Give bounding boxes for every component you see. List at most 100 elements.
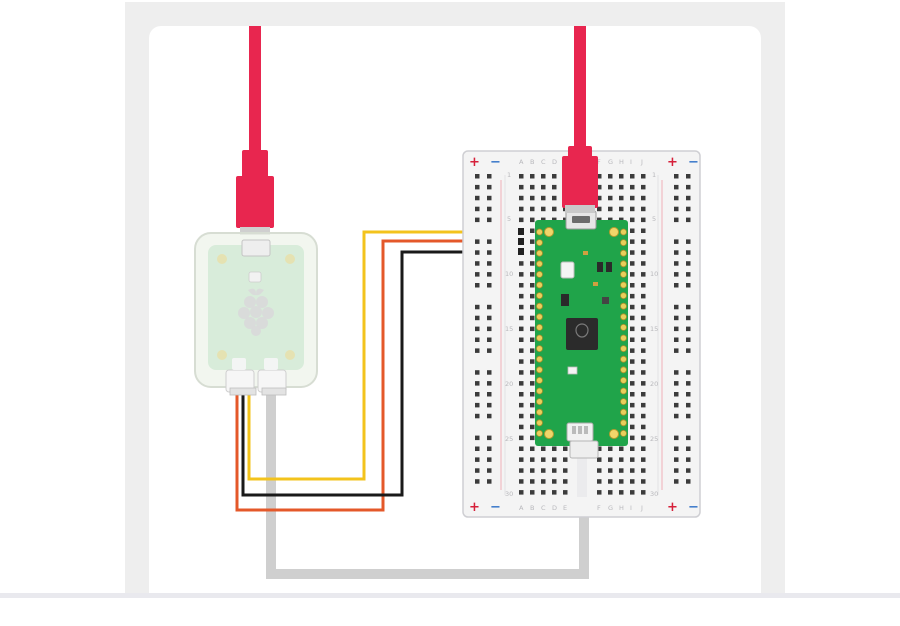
breadboard-hole: [641, 402, 646, 408]
breadboard-hole: [541, 468, 546, 473]
breadboard-hole: [641, 490, 646, 495]
breadboard-hole: [487, 206, 492, 212]
breadboard-hole: [475, 326, 480, 332]
breadboard-hole: [674, 239, 679, 244]
breadboard-hole: [686, 239, 691, 244]
pico-pin: [620, 334, 627, 342]
col-letter-h-top: H: [619, 158, 624, 166]
breadboard-hole: [641, 315, 646, 321]
breadboard-hole: [530, 217, 535, 223]
pico-pin: [536, 419, 543, 427]
pico-pin: [536, 313, 543, 321]
breadboard-hole: [686, 479, 691, 484]
breadboard-hole: [519, 348, 524, 353]
breadboard-hole: [597, 217, 602, 223]
breadboard-hole: [641, 272, 646, 277]
breadboard-hole: [630, 250, 635, 255]
breadboard-hole: [674, 272, 679, 277]
breadboard-hole: [686, 381, 691, 386]
breadboard-hole: [641, 370, 646, 375]
breadboard-hole: [641, 359, 646, 364]
breadboard-hole: [541, 457, 546, 462]
breadboard-hole: [630, 293, 635, 299]
breadboard-hole: [530, 337, 535, 342]
breadboard-hole: [487, 337, 492, 342]
pico-pin: [536, 398, 543, 406]
breadboard-hole: [674, 184, 679, 190]
breadboard-hole: [674, 195, 679, 201]
breadboard-hole: [519, 206, 524, 212]
col-letter-g-top: G: [608, 158, 613, 166]
breadboard-hole: [475, 174, 480, 179]
breadboard-hole: [641, 348, 646, 353]
breadboard-hole: [530, 184, 535, 190]
breadboard-hole: [487, 261, 492, 266]
breadboard-hole: [619, 206, 624, 212]
breadboard-hole: [475, 217, 480, 223]
pico-pin: [536, 302, 543, 310]
breadboard-hole: [597, 457, 602, 462]
breadboard-hole: [686, 261, 691, 266]
breadboard-hole: [475, 315, 480, 321]
breadboard-hole: [563, 479, 568, 484]
breadboard-hole: [519, 184, 524, 190]
breadboard-hole: [487, 304, 492, 310]
black-wire: [241, 250, 521, 497]
breadboard-hole: [674, 348, 679, 353]
breadboard-hole: [686, 250, 691, 255]
breadboard-hole: [475, 184, 480, 190]
breadboard-hole: [674, 381, 679, 386]
breadboard-hole: [641, 304, 646, 310]
breadboard-hole: [641, 261, 646, 266]
breadboard-hole: [630, 457, 635, 462]
breadboard-hole: [552, 468, 557, 473]
breadboard-hole: [519, 261, 524, 266]
breadboard-hole: [641, 195, 646, 201]
breadboard-hole: [475, 402, 480, 408]
breadboard-hole: [475, 304, 480, 310]
col-letter-i-top: I: [630, 158, 632, 166]
breadboard-hole: [519, 424, 524, 430]
breadboard-hole: [630, 272, 635, 277]
pico-pin: [536, 281, 543, 289]
breadboard-hole: [641, 228, 646, 233]
breadboard-hole: [475, 283, 480, 288]
breadboard-hole: [686, 413, 691, 419]
pico-pin: [620, 366, 627, 374]
breadboard-hole: [641, 413, 646, 419]
breadboard-hole: [674, 468, 679, 473]
col-letter-j-bottom: J: [640, 504, 643, 512]
breadboard-hole: [530, 261, 535, 266]
breadboard-hole: [487, 392, 492, 397]
pico-pin: [620, 292, 627, 300]
breadboard-hole: [487, 446, 492, 451]
breadboard-hole: [475, 435, 480, 441]
breadboard-hole: [641, 457, 646, 462]
breadboard-hole: [530, 435, 535, 441]
breadboard-hole: [674, 479, 679, 484]
breadboard-hole: [674, 392, 679, 397]
breadboard-hole: [487, 272, 492, 277]
col-letter-j-top: J: [640, 158, 643, 166]
breadboard-hole: [530, 468, 535, 473]
pico-pin: [536, 323, 543, 331]
breadboard-hole: [641, 217, 646, 223]
breadboard-hole: [619, 446, 624, 451]
breadboard-hole: [608, 217, 613, 223]
breadboard-hole: [674, 261, 679, 266]
rail-minus-bottom-right: −: [688, 500, 699, 515]
breadboard-hole: [686, 272, 691, 277]
pico-pin: [620, 281, 627, 289]
breadboard-hole: [686, 468, 691, 473]
breadboard-hole: [641, 283, 646, 288]
breadboard-hole: [530, 174, 535, 179]
breadboard-hole: [519, 435, 524, 441]
breadboard-hole: [541, 206, 546, 212]
breadboard-hole: [530, 239, 535, 244]
breadboard-hole: [641, 184, 646, 190]
breadboard-hole: [619, 195, 624, 201]
breadboard-hole: [641, 424, 646, 430]
breadboard-hole: [530, 381, 535, 386]
raspberry-logo-icon: [575, 323, 589, 338]
breadboard-hole: [519, 272, 524, 277]
